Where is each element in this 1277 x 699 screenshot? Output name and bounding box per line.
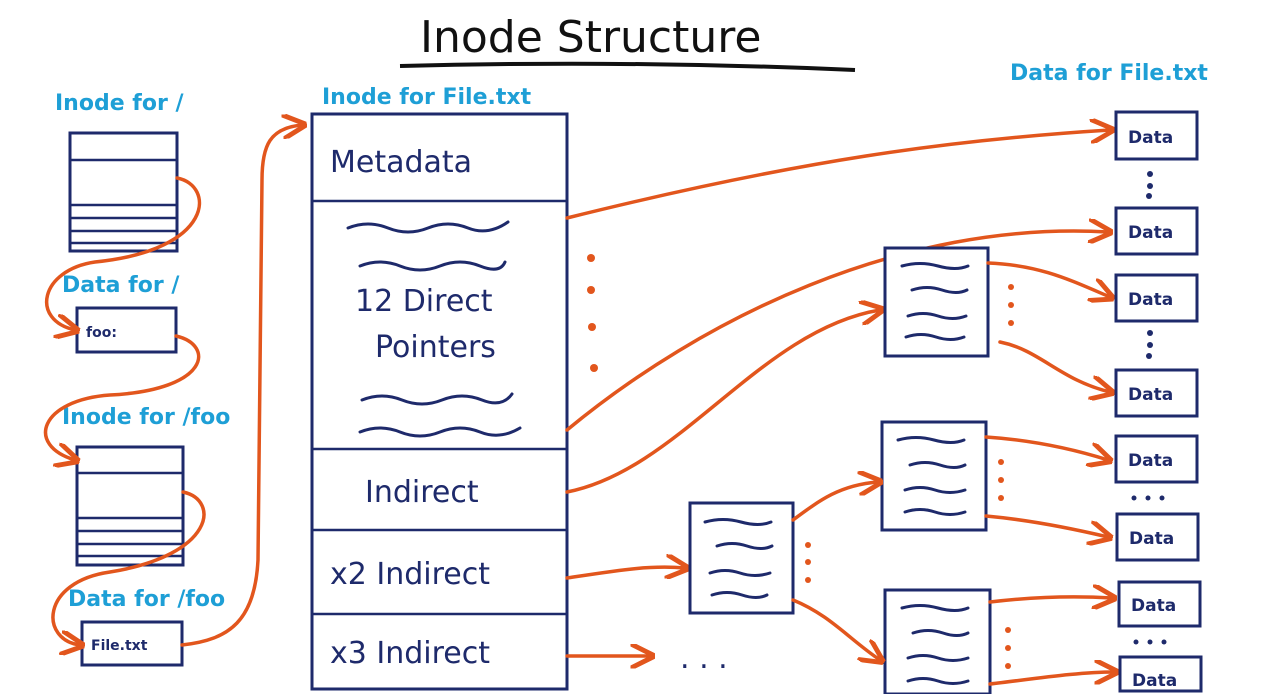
label-data-file: Data for File.txt [1010, 61, 1208, 86]
section-metadata: Metadata [330, 145, 472, 180]
dot-r3 [1146, 193, 1152, 199]
data-block-5-label: Data [1128, 451, 1173, 471]
dot-r10 [1133, 639, 1139, 645]
dot-a3 [1008, 320, 1014, 326]
dot-c1 [998, 459, 1004, 465]
indirect-block-d [883, 588, 992, 696]
page-title: Inode Structure [420, 12, 761, 63]
dot-r2 [1147, 183, 1153, 189]
arrow-data-foo-to-inode-file [180, 125, 302, 647]
data-block-8: Data [1118, 655, 1203, 693]
indirect-block-a [883, 246, 990, 358]
dot-b2 [805, 559, 811, 565]
data-block-7: Data [1117, 580, 1202, 628]
dot-r6 [1146, 353, 1152, 359]
data-block-2-label: Data [1128, 223, 1173, 243]
squiggle-3 [360, 392, 514, 406]
double-indirect-block [688, 501, 795, 615]
dot-d2 [1005, 645, 1011, 651]
arrow-a-to-data-4 [998, 340, 1110, 392]
label-inode-root: Inode for / [55, 91, 184, 116]
title-underline [399, 61, 856, 72]
section-indirect: Indirect [365, 475, 479, 510]
arrow-d-to-data-7 [988, 597, 1112, 602]
arrow-indirect-to-block [565, 310, 880, 494]
dot-d1 [1005, 627, 1011, 633]
dot-r9 [1159, 495, 1165, 501]
data-block-1-label: Data [1128, 128, 1173, 148]
data-foo-box: File.txt [80, 620, 184, 667]
squiggle-2 [358, 260, 507, 272]
data-block-4: Data [1114, 368, 1199, 418]
label-data-foo: Data for /foo [68, 587, 225, 612]
dot-a1 [1008, 284, 1014, 290]
squiggle-1 [346, 220, 510, 234]
arrow-inode-root-to-data [45, 176, 202, 330]
arrow-double-to-d [791, 598, 880, 660]
triple-ellipsis: . . . [680, 641, 728, 676]
data-block-6-label: Data [1129, 529, 1174, 549]
inode-foo-box [75, 445, 185, 567]
section-direct-line1: 12 Direct [355, 284, 493, 319]
dot-r4 [1147, 330, 1153, 336]
arrow-double-indirect [565, 567, 685, 578]
dot-d3 [1005, 663, 1011, 669]
data-block-2: Data [1114, 206, 1199, 256]
dot-c3 [998, 495, 1004, 501]
dot-b1 [805, 542, 811, 548]
inode-root-box [68, 131, 179, 253]
section-double-indirect: x2 Indirect [330, 557, 490, 592]
dot-r12 [1161, 639, 1167, 645]
data-block-5: Data [1114, 434, 1199, 484]
data-block-3-label: Data [1128, 290, 1173, 310]
arrow-a-to-data-3 [986, 261, 1110, 297]
dot-r11 [1147, 639, 1153, 645]
data-block-3: Data [1114, 273, 1199, 323]
arrow-direct-to-data-2 [565, 231, 1108, 432]
data-block-4-label: Data [1128, 385, 1173, 405]
data-block-1: Data [1114, 110, 1199, 161]
dot-r7 [1131, 495, 1137, 501]
data-block-7-label: Data [1131, 596, 1176, 616]
dot-a2 [1008, 302, 1014, 308]
dot-b3 [805, 577, 811, 583]
entry-file-txt: File.txt [91, 638, 148, 654]
arrow-c-to-data-6 [984, 514, 1108, 537]
data-root-box: foo: [75, 306, 178, 354]
data-block-8-label: Data [1132, 671, 1177, 691]
arrow-direct-to-data-1 [565, 130, 1110, 220]
dot-3 [588, 323, 596, 331]
squiggle-4 [358, 426, 522, 438]
dot-r5 [1147, 342, 1153, 348]
dot-1 [587, 254, 595, 262]
arrow-data-root-to-inode-foo [43, 334, 201, 460]
arrow-inode-foo-to-data [51, 490, 206, 645]
label-inode-foo: Inode for /foo [62, 405, 230, 430]
dot-r1 [1147, 171, 1153, 177]
section-triple-indirect: x3 Indirect [330, 636, 490, 671]
dot-c2 [998, 477, 1004, 483]
indirect-block-c [880, 420, 988, 532]
dot-4 [590, 364, 598, 372]
label-data-root: Data for / [62, 273, 180, 298]
entry-foo: foo: [86, 325, 117, 341]
dot-2 [587, 286, 595, 294]
section-direct-line2: Pointers [375, 330, 496, 365]
dot-r8 [1145, 495, 1151, 501]
arrow-d-to-data-8 [988, 672, 1114, 686]
label-inode-file: Inode for File.txt [322, 85, 532, 110]
arrow-double-to-c [791, 482, 878, 522]
arrow-c-to-data-5 [984, 435, 1108, 460]
data-block-6: Data [1115, 512, 1200, 562]
